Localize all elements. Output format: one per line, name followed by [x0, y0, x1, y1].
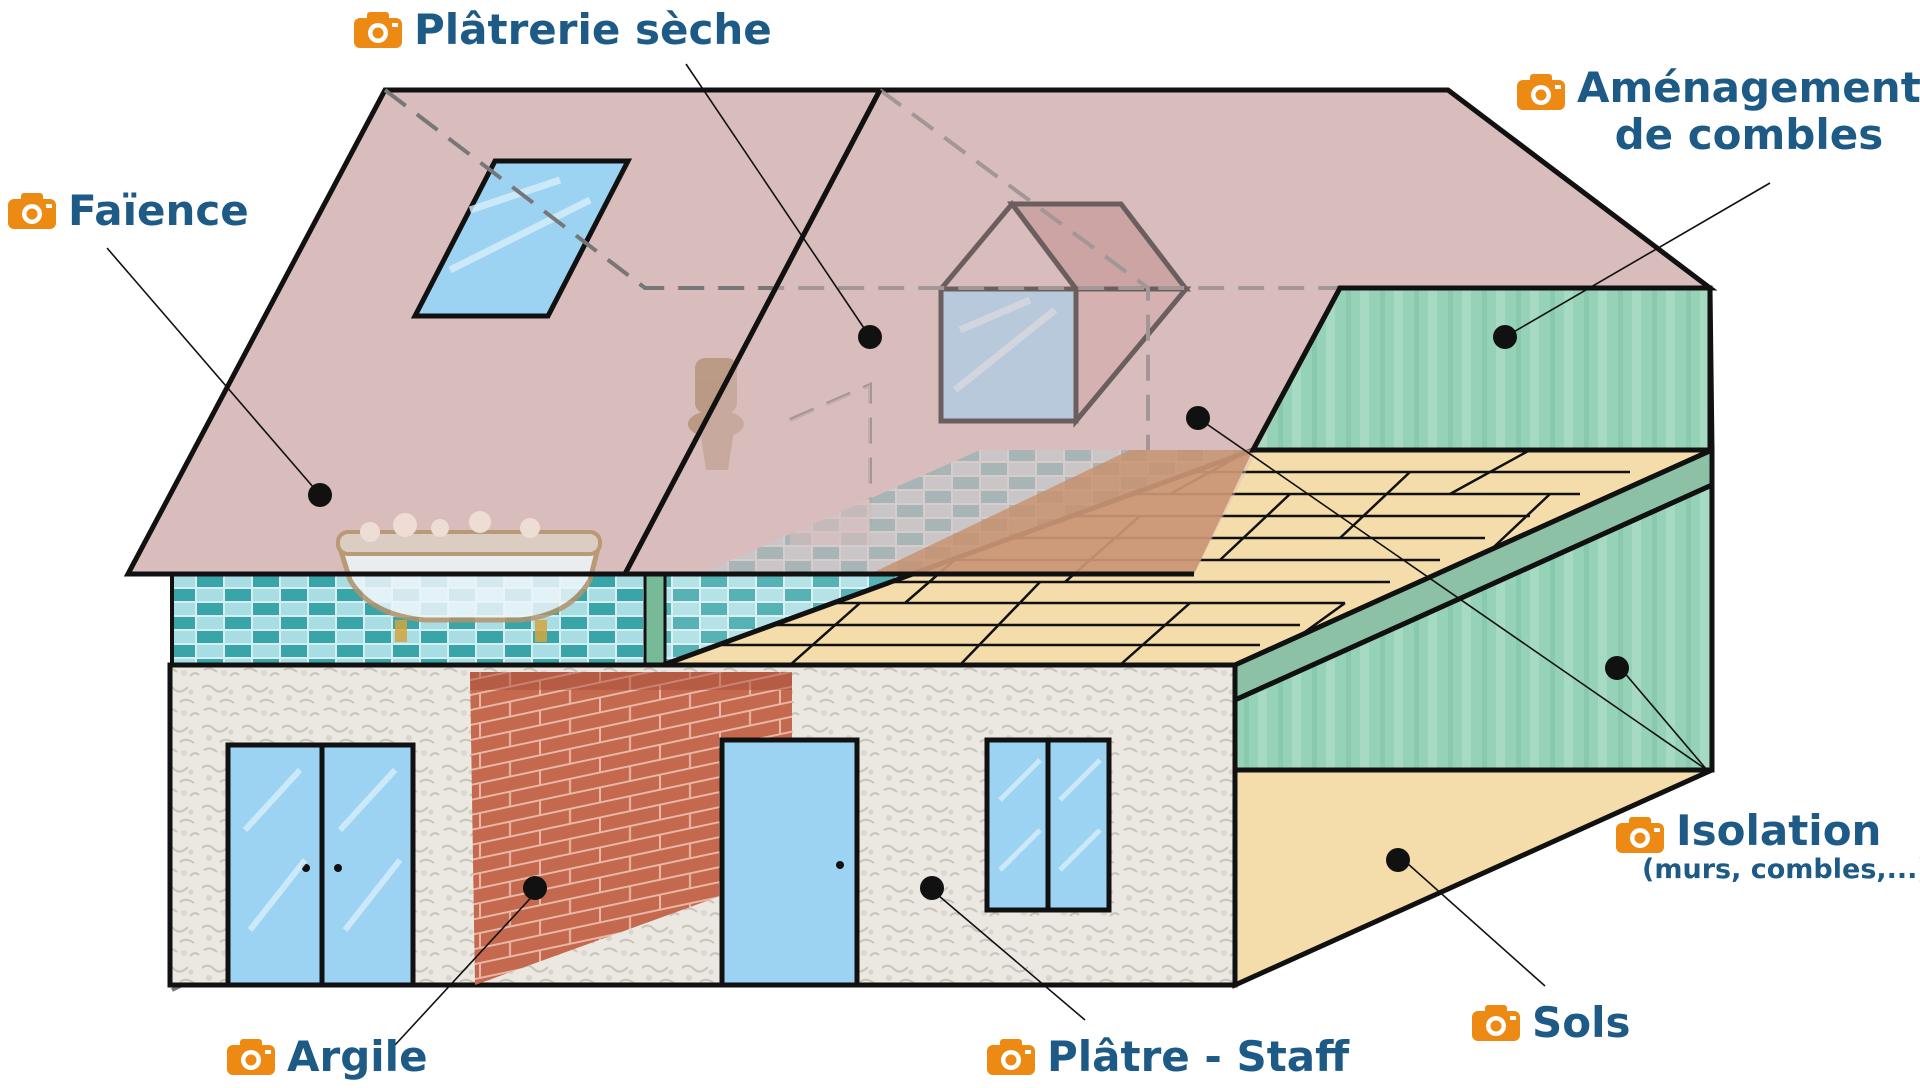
roof-rafter-shadow	[870, 450, 1253, 574]
label-text: Plâtre - Staff	[1047, 1032, 1350, 1081]
camera-icon	[987, 1038, 1035, 1075]
marker-dots	[308, 325, 1629, 900]
camera-icon	[1616, 817, 1664, 853]
roof-skylight	[410, 158, 633, 319]
label-amenagement-combles[interactable]: Aménagement de combles	[1515, 64, 1920, 158]
label-text: Faïence	[68, 186, 249, 235]
label-text-line1: Aménagement	[1577, 63, 1920, 112]
brick-shadow	[470, 672, 792, 690]
leader-lines	[106, 63, 1771, 1046]
label-faience[interactable]: Faïence	[6, 187, 249, 234]
label-subtext: (murs, combles,...)	[1642, 854, 1920, 886]
camera-icon	[8, 192, 56, 229]
camera-icon	[227, 1038, 275, 1075]
marker-dot-platre	[920, 876, 944, 900]
front-door	[719, 737, 860, 988]
label-text-line2: de combles	[1614, 110, 1884, 160]
brick-wall	[470, 672, 792, 985]
camera-icon	[354, 11, 402, 48]
bathtub	[336, 511, 602, 642]
marker-dot-isolation-roof	[1186, 406, 1210, 430]
label-text: Sols	[1532, 998, 1631, 1047]
ground-floor-side	[1232, 767, 1714, 989]
camera-icon	[1472, 1004, 1520, 1041]
label-text: Argile	[287, 1032, 428, 1081]
label-sols[interactable]: Sols	[1470, 999, 1631, 1046]
marker-dot-argile	[523, 876, 547, 900]
label-text: Plâtrerie sèche	[414, 5, 772, 54]
french-door	[225, 742, 416, 988]
marker-dot-faience	[308, 483, 332, 507]
marker-dot-combles	[1493, 325, 1517, 349]
label-argile[interactable]: Argile	[225, 1033, 428, 1080]
marker-dot-sols	[1386, 848, 1410, 872]
camera-icon	[1517, 74, 1565, 110]
label-platre-staff[interactable]: Plâtre - Staff	[985, 1033, 1349, 1080]
ground-window	[984, 737, 1112, 913]
marker-dot-isolation-wall	[1605, 656, 1629, 680]
label-text: Isolation	[1676, 806, 1882, 855]
label-isolation[interactable]: Isolation (murs, combles,...)	[1614, 807, 1920, 885]
label-platrerie-seche[interactable]: Plâtrerie sèche	[352, 6, 772, 53]
marker-dot-platrerie	[858, 325, 882, 349]
